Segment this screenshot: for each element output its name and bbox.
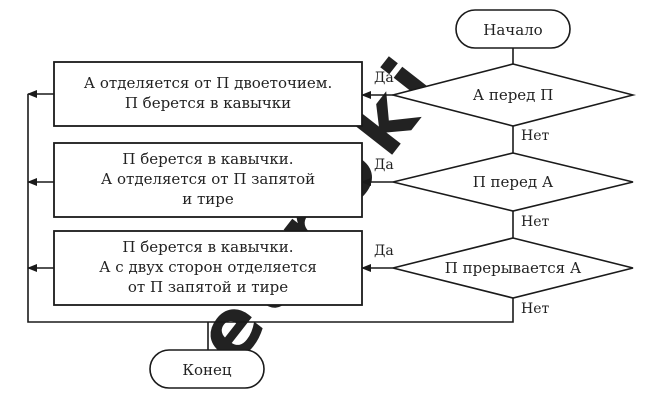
end-node: Конец: [149, 349, 265, 389]
yes-label: Да: [374, 70, 394, 86]
outcome-line: от П запятой и тире: [128, 278, 288, 296]
outcome-line: А с двух сторон отделяется: [99, 258, 317, 276]
outcome-line: А отделяется от П двоеточием.: [84, 74, 332, 92]
outcome-line: и тире: [182, 190, 234, 208]
decision-node: П перед А: [392, 152, 634, 212]
no-label: Нет: [521, 214, 549, 230]
no-connector: [27, 94, 514, 323]
decision-node: П прерывается А: [392, 237, 634, 299]
outcome-shape: [53, 142, 363, 218]
decision-label: А перед П: [473, 86, 554, 104]
end-shape: [149, 349, 265, 389]
start-label: Начало: [483, 21, 542, 39]
decision-label: П прерывается А: [445, 259, 582, 277]
no-label: Нет: [521, 301, 549, 317]
decision-label: П перед А: [473, 173, 554, 191]
outcome-box: П берется в кавычки. А отделяется от П з…: [53, 142, 363, 218]
no-label: Нет: [521, 128, 549, 144]
outcome-shape: [53, 61, 363, 127]
outcome-line: А отделяется от П запятой: [101, 170, 315, 188]
yes-label: Да: [374, 243, 394, 259]
end-label: Конец: [182, 361, 232, 379]
outcome-line: П берется в кавычки.: [122, 150, 293, 168]
outcome-box: А отделяется от П двоеточием. П берется …: [53, 61, 363, 127]
outcome-box: П берется в кавычки. А с двух сторон отд…: [53, 230, 363, 306]
outcome-shape: [53, 230, 363, 306]
outcome-line: П берется в кавычки: [125, 94, 291, 112]
outcome-line: П берется в кавычки.: [122, 238, 293, 256]
decision-node: А перед П: [389, 63, 637, 127]
yes-label: Да: [374, 157, 394, 173]
start-node: Начало: [455, 9, 571, 49]
